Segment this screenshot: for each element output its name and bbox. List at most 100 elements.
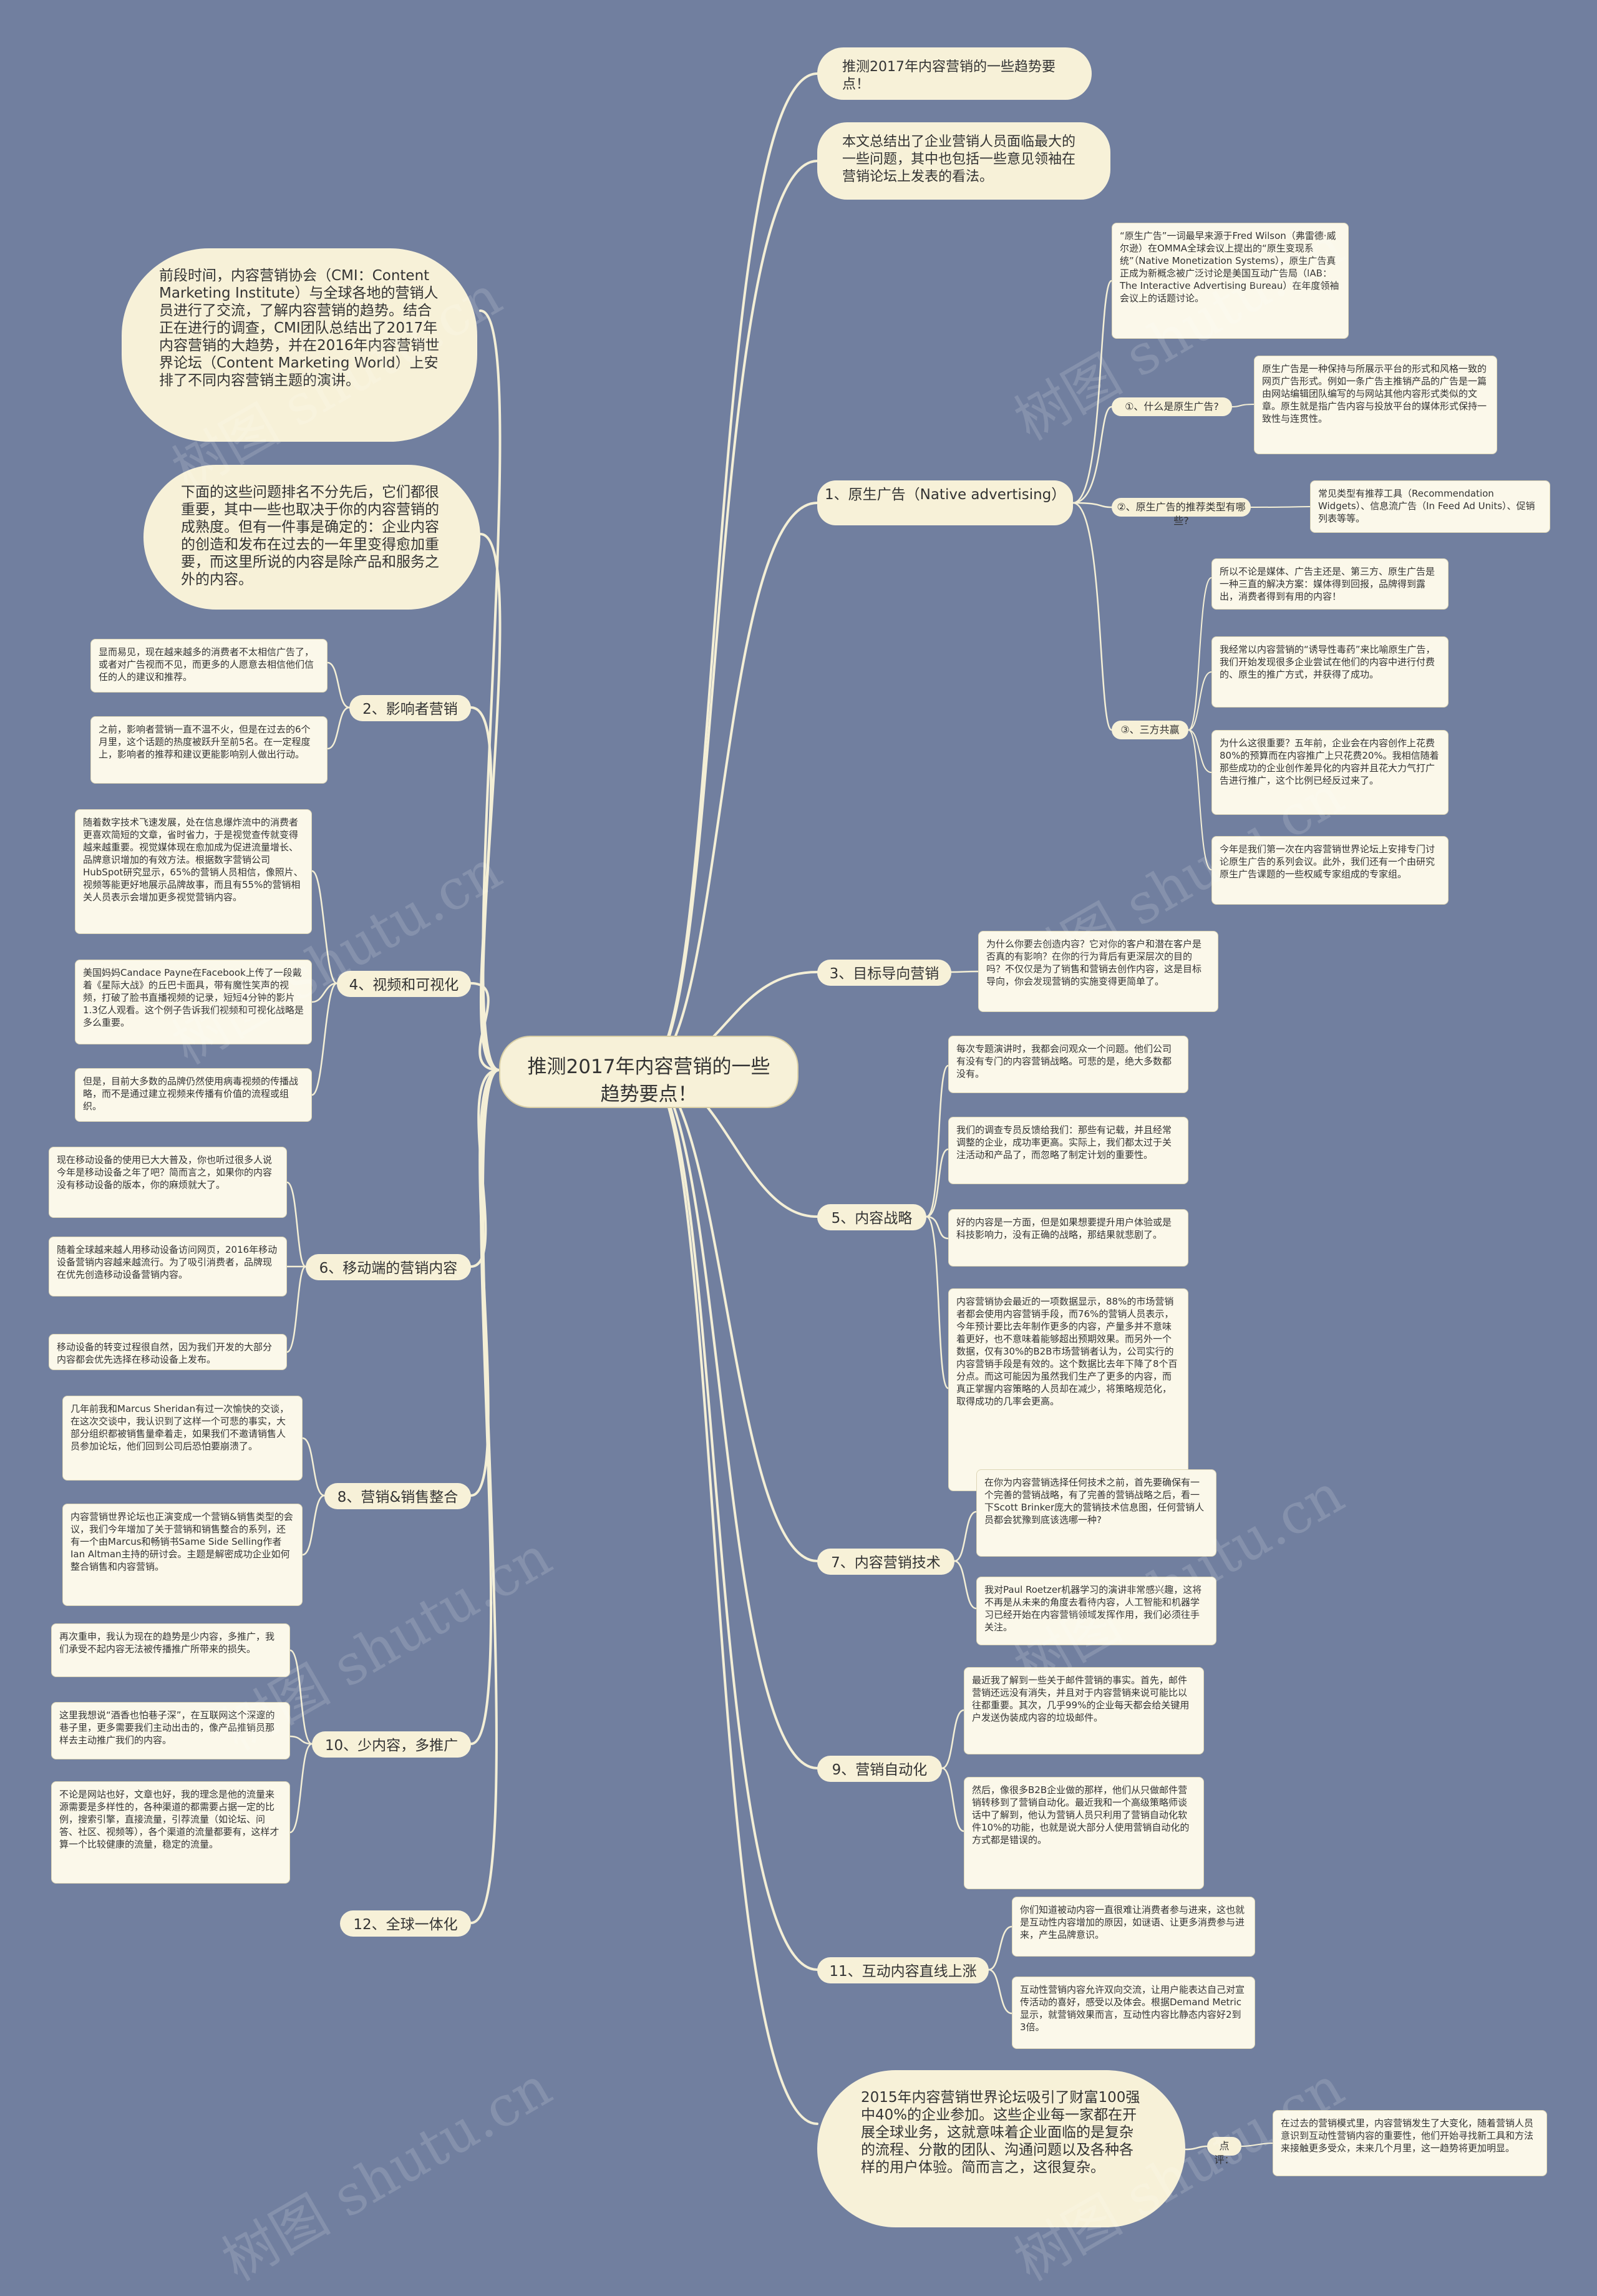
leaf-influencer-1[interactable]: 显而易见，现在越来越多的消费者不太相信广告了，或者对广告视而不见，而更多的人愿意… xyxy=(90,639,328,693)
leaf-strategy-4[interactable]: 内容营销协会最近的一项数据显示，88%的市场营销者都会使用内容营销手段，而76%… xyxy=(948,1288,1188,1491)
branch-sales-integration[interactable]: 8、营销&销售整合 xyxy=(324,1483,471,1509)
link xyxy=(479,533,502,1071)
comment-label: 点评： xyxy=(1207,2137,1241,2166)
branch-purpose-driven[interactable]: 3、目标导向营销 xyxy=(817,960,951,986)
link xyxy=(1241,2143,1273,2147)
leaf-what-is-native[interactable]: 原生广告是一种保持与所展示平台的形式和风格一致的网页广告形式。例如一条广告主推销… xyxy=(1254,356,1497,454)
link xyxy=(326,661,351,709)
link xyxy=(644,1069,818,1769)
link xyxy=(470,982,500,1071)
leaf-purpose-driven[interactable]: 为什么你要去创造内容？它对你的客户和潜在客户是否真的有影响？在你的行为背后有更深… xyxy=(978,931,1218,1012)
link xyxy=(1188,729,1212,773)
leaf-native-intro[interactable]: “原生广告”一词最早来源于Fred Wilson（弗雷德·威尔逊）在OMMA全球… xyxy=(1112,223,1349,339)
branch-globalization[interactable]: 12、全球一体化 xyxy=(340,1910,471,1937)
branch-influencer[interactable]: 2、影响者营销 xyxy=(349,695,471,721)
link xyxy=(644,72,818,1071)
sub-win-win[interactable]: ③、三方共赢 xyxy=(1112,721,1188,739)
intro-bubble[interactable]: 前段时间，内容营销协会（CMI：Content Marketing Instit… xyxy=(122,248,477,442)
central-topic[interactable]: 推测2017年内容营销的一些趋势要点！ xyxy=(499,1036,798,1108)
ranking-bubble[interactable]: 下面的这些问题排名不分先后，它们都很重要，其中一些也取决于你的内容营销的成熟度。… xyxy=(143,465,480,610)
leaf-marketing-tech-2[interactable]: 我对Paul Roetzer机器学习的演讲非常感兴趣，这将不再是从未来的角度去看… xyxy=(976,1577,1216,1645)
leaf-influencer-2[interactable]: 之前，影响者营销一直不温不火，但是在过去的6个月里，这个话题的热度被跃升至前5名… xyxy=(90,716,328,784)
leaf-sales-2[interactable]: 内容营销世界论坛也正演变成一个营销&销售类型的会议，我们今年增加了关于营销和销售… xyxy=(62,1504,303,1606)
link xyxy=(1072,502,1113,508)
branch-content-strategy[interactable]: 5、内容战略 xyxy=(817,1204,926,1230)
leaf-strategy-2[interactable]: 我们的调查专员反馈给我们：那些有记载，并且经常调整的企业，成功率更高。实际上，我… xyxy=(948,1117,1188,1184)
leaf-interactive-1[interactable]: 你们知道被动内容一直很难让消费者参与进来，这也就是互动性内容增加的原因，如谜语、… xyxy=(1012,1897,1255,1957)
link xyxy=(286,1181,307,1268)
leaf-less-content-1[interactable]: 再次重申，我认为现在的趋势是少内容，多推广，我们承受不起内容无法被传播推广所带来… xyxy=(51,1623,290,1677)
leaf-recommended-types[interactable]: 常见类型有推荐工具（Recommendation Widgets）、信息流广告（… xyxy=(1310,480,1550,533)
branch-less-content[interactable]: 10、少内容，多推广 xyxy=(312,1731,471,1758)
link xyxy=(988,1968,1013,2015)
link xyxy=(1072,406,1113,504)
link xyxy=(470,1069,500,1924)
link xyxy=(1072,502,1113,731)
link xyxy=(326,706,351,750)
leaf-less-content-3[interactable]: 不论是网站也好，文章也好，我的理念是他的流量来源需要是多样性的，各种渠道的都需要… xyxy=(51,1781,290,1884)
globalization-bubble[interactable]: 2015年内容营销世界论坛吸引了财富100强中40%的企业参加。这些企业每一家都… xyxy=(817,2070,1185,2227)
link xyxy=(1188,577,1212,731)
leaf-win-win-3[interactable]: 为什么这很重要？五年前，企业会在内容创作上花费80%的预算而在内容推广上只花费2… xyxy=(1211,730,1449,815)
leaf-video-1[interactable]: 随着数字技术飞速发展，处在信息爆炸流中的消费者更喜欢简短的文章，省时省力，于是视… xyxy=(75,809,312,934)
leaf-sales-1[interactable]: 几年前我和Marcus Sheridan有过一次愉快的交谈，在这次交谈中，我认识… xyxy=(62,1396,303,1481)
link xyxy=(301,1437,326,1497)
link xyxy=(286,1265,307,1353)
link xyxy=(941,1767,965,1832)
summary-node[interactable]: 本文总结出了企业营销人员面临最大的一些问题，其中也包括一些意见领袖在营销论坛上发… xyxy=(817,122,1110,200)
branch-marketing-tech[interactable]: 7、内容营销技术 xyxy=(817,1549,954,1575)
leaf-strategy-3[interactable]: 好的内容是一方面，但是如果想要提升用户体验或是科技影响力，没有正确的战略，那结果… xyxy=(948,1209,1188,1267)
leaf-mobile-3[interactable]: 移动设备的转变过程很自然，因为我们开发的大部分内容都会优先选择在移动设备上发布。 xyxy=(49,1334,287,1370)
sub-recommended-types[interactable]: ②、原生广告的推荐类型有哪些? xyxy=(1112,498,1251,527)
link xyxy=(470,706,500,1071)
leaf-strategy-1[interactable]: 每次专题演讲时，我都会问观众一个问题。他们公司有没有专门的内容营销战略。可悲的是… xyxy=(948,1036,1188,1093)
leaf-less-content-2[interactable]: 这里我想说“酒香也怕巷子深”，在互联网这个深邃的巷子里，更多需要我们主动出击的，… xyxy=(51,1702,290,1759)
link xyxy=(644,160,818,1071)
link xyxy=(311,870,338,985)
leaf-comment[interactable]: 在过去的营销模式里，内容营销发生了大变化，随着营销人员意识到互动性营销内容的重要… xyxy=(1273,2110,1547,2176)
branch-mobile[interactable]: 6、移动端的营销内容 xyxy=(306,1254,471,1280)
leaf-video-3[interactable]: 但是，目前大多数的品牌仍然使用病毒视频的传播战略，而不是通过建立视频来传播有价值… xyxy=(75,1068,312,1122)
leaf-win-win-2[interactable]: 我经常以内容营销的“诱导性毒药”来比喻原生广告，我们开始发现很多企业尝试在他们的… xyxy=(1211,636,1449,708)
leaf-interactive-2[interactable]: 互动性营销内容允许双向交流，让用户能表达自己对宣传活动的喜好，感受以及体会。根据… xyxy=(1012,1977,1255,2049)
leaf-automation-2[interactable]: 然后，像很多B2B企业做的那样，他们从只做邮件营销转移到了营销自动化。最近我和一… xyxy=(964,1777,1204,1889)
leaf-win-win-1[interactable]: 所以不论是媒体、广告主还是、第三方、原生广告是一种三直的解决方案：媒体得到回报，… xyxy=(1211,558,1449,610)
branch-video[interactable]: 4、视频和可视化 xyxy=(337,971,471,997)
link xyxy=(1188,729,1212,870)
link xyxy=(311,982,338,1003)
leaf-marketing-tech-1[interactable]: 在你为内容营销选择任何技术之前，首先要确保有一个完善的营销战略，有了完善的营销战… xyxy=(976,1469,1216,1557)
top-title-node[interactable]: 推测2017年内容营销的一些趋势要点！ xyxy=(817,47,1092,100)
link xyxy=(925,1215,949,1389)
sub-what-is-native[interactable]: ①、什么是原生广告? xyxy=(1112,397,1232,416)
leaf-mobile-1[interactable]: 现在移动设备的使用已大大普及，你也听过很多人说今年是移动设备之年了吧？简而言之，… xyxy=(49,1147,287,1218)
link xyxy=(289,1649,313,1745)
link xyxy=(941,1709,965,1769)
link xyxy=(644,1069,818,2125)
branch-interactive-content[interactable]: 11、互动内容直线上涨 xyxy=(817,1957,989,1983)
link xyxy=(925,1148,949,1218)
link xyxy=(301,1494,326,1556)
link xyxy=(470,1069,500,1745)
link xyxy=(1072,280,1113,504)
leaf-video-2[interactable]: 美国妈妈Candace Payne在Facebook上传了一段戴着《星际大战》的… xyxy=(75,960,312,1044)
link xyxy=(925,1064,949,1218)
link xyxy=(311,982,338,1096)
leaf-mobile-2[interactable]: 随着全球越来越人用移动设备访问网页，2016年移动设备营销内容越来越流行。为了吸… xyxy=(49,1237,287,1296)
link xyxy=(1231,404,1255,407)
link xyxy=(1184,2145,1208,2151)
link xyxy=(950,970,979,973)
branch-native-advertising[interactable]: 1、原生广告（Native advertising） xyxy=(817,480,1073,525)
link xyxy=(1188,671,1212,731)
link xyxy=(988,1925,1013,1971)
link xyxy=(644,1069,818,1971)
leaf-automation-1[interactable]: 最近我了解到一些关于邮件营销的事实。首先，邮件营销还远没有消失，并且对于内容营销… xyxy=(964,1667,1204,1754)
link xyxy=(289,1743,313,1834)
leaf-win-win-4[interactable]: 今年是我们第一次在内容营销世界论坛上安排专门讨论原生广告的系列会议。此外，我们还… xyxy=(1211,836,1449,905)
link xyxy=(953,1510,978,1562)
link xyxy=(289,1735,313,1745)
branch-automation[interactable]: 9、营销自动化 xyxy=(817,1756,942,1782)
link xyxy=(925,1215,949,1240)
link xyxy=(644,502,818,1071)
link xyxy=(953,1560,978,1610)
